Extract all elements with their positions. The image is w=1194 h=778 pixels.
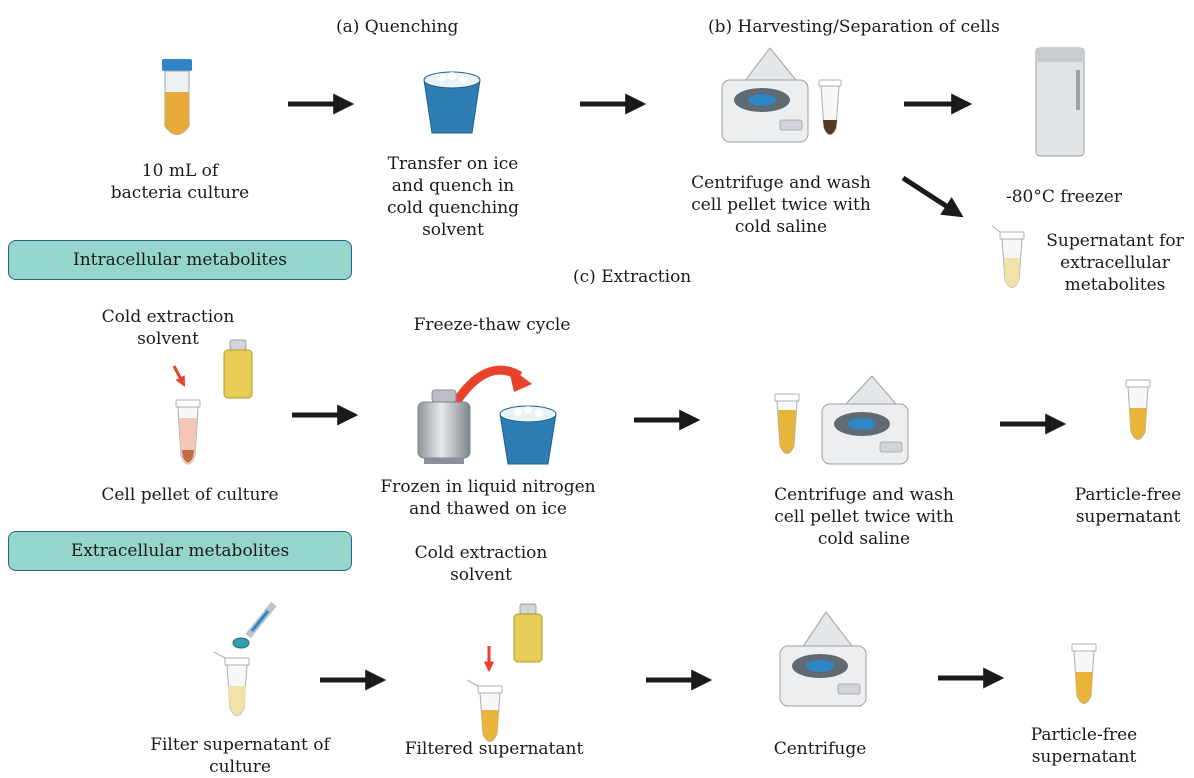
label-centrifuge: Centrifuge bbox=[773, 739, 867, 759]
freezer-icon bbox=[1035, 47, 1085, 157]
intracellular-banner-label: Intracellular metabolites bbox=[72, 250, 288, 270]
label-transfer-ice: Transfer on ice and quench in cold quenc… bbox=[386, 154, 520, 240]
centrifuge-icon-top bbox=[721, 47, 809, 143]
arrow-centrifuge-to-supernatant bbox=[901, 175, 964, 218]
particle-free-tube-icon-1 bbox=[1125, 379, 1151, 440]
red-arrow-1 bbox=[172, 365, 186, 387]
filter-tube-icon bbox=[213, 651, 250, 716]
cell-pellet-tube-icon bbox=[175, 399, 201, 465]
label-cold-extraction-2: Cold extraction solvent bbox=[414, 543, 548, 585]
dewar-icon bbox=[417, 389, 471, 464]
centrifuge-icon-bottom bbox=[779, 611, 867, 707]
label-centrifuge-wash-top: Centrifuge and wash cell pellet twice wi… bbox=[691, 173, 871, 237]
label-cold-extraction-1: Cold extraction solvent bbox=[101, 307, 235, 349]
section-title-harvesting: (b) Harvesting/Separation of cells bbox=[708, 17, 1000, 37]
extracellular-banner: Extracellular metabolites bbox=[8, 531, 352, 571]
pellet-tube-icon bbox=[818, 79, 842, 135]
label-filtered-supernatant: Filtered supernatant bbox=[404, 739, 584, 759]
section-title-extraction: (c) Extraction bbox=[573, 267, 692, 287]
section-title-quenching: (a) Quenching bbox=[336, 17, 459, 37]
label-freezer: -80°C freezer bbox=[1006, 187, 1122, 207]
intracellular-banner: Intracellular metabolites bbox=[8, 240, 352, 280]
syringe-filter-icon bbox=[232, 601, 277, 649]
label-centrifuge-wash-mid: Centrifuge and wash cell pellet twice wi… bbox=[774, 485, 954, 549]
label-freeze-thaw: Freeze-thaw cycle bbox=[413, 315, 571, 335]
yellow-tube-icon-mid bbox=[774, 393, 800, 454]
label-culture: 10 mL of bacteria culture bbox=[110, 161, 250, 203]
label-particle-free-1: Particle-free supernatant bbox=[1074, 485, 1182, 527]
label-particle-free-2: Particle-free supernatant bbox=[1030, 725, 1138, 767]
label-supernatant-extracellular: Supernatant for extracellular metabolite… bbox=[1046, 231, 1184, 295]
solvent-bottle-icon-1 bbox=[223, 339, 253, 399]
solvent-bottle-icon-2 bbox=[513, 603, 543, 663]
filtered-tube-icon bbox=[466, 679, 503, 742]
centrifuge-icon-mid bbox=[821, 375, 909, 465]
label-frozen-nitrogen: Frozen in liquid nitrogen and thawed on … bbox=[380, 477, 596, 519]
label-cell-pellet: Cell pellet of culture bbox=[101, 485, 279, 505]
particle-free-tube-icon-2 bbox=[1071, 643, 1097, 704]
ice-bucket-icon bbox=[423, 71, 481, 134]
label-filter-supernatant: Filter supernatant of culture bbox=[150, 735, 330, 777]
culture-tube-icon bbox=[162, 59, 192, 135]
extracellular-banner-label: Extracellular metabolites bbox=[70, 541, 290, 561]
flow-arrows bbox=[288, 93, 1067, 691]
supernatant-tube-icon bbox=[991, 225, 1025, 288]
ice-bucket-icon-2 bbox=[499, 405, 557, 465]
